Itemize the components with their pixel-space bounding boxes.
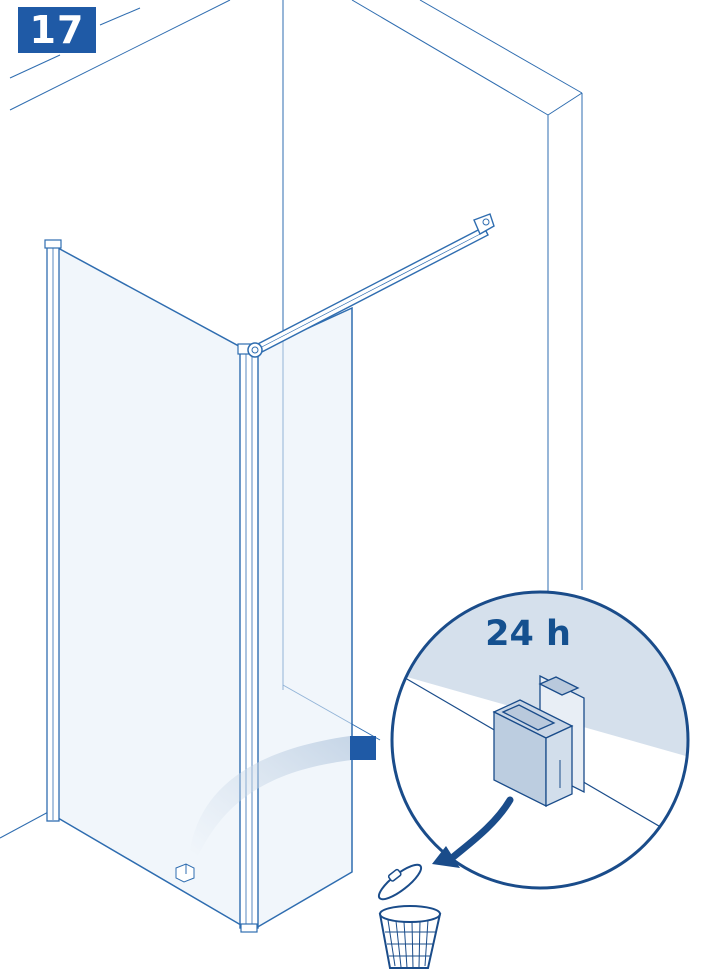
spacer-clip-small: [175, 863, 195, 883]
corner-profile: [237, 343, 261, 933]
remove-arrow-icon: [432, 796, 514, 868]
trash-bin-icon: [377, 863, 442, 969]
stabilizer-bar: [247, 213, 495, 358]
waiting-time-label: 24 h: [485, 614, 571, 654]
spacer-clip-icon: [492, 674, 585, 808]
fixed-glass-panel: [44, 239, 247, 930]
callout-connector: [350, 736, 376, 760]
zoom-detail: [390, 590, 690, 890]
return-glass-panel: [255, 306, 353, 930]
callout-arc: [190, 736, 352, 856]
step-number-badge: 17: [18, 7, 96, 53]
